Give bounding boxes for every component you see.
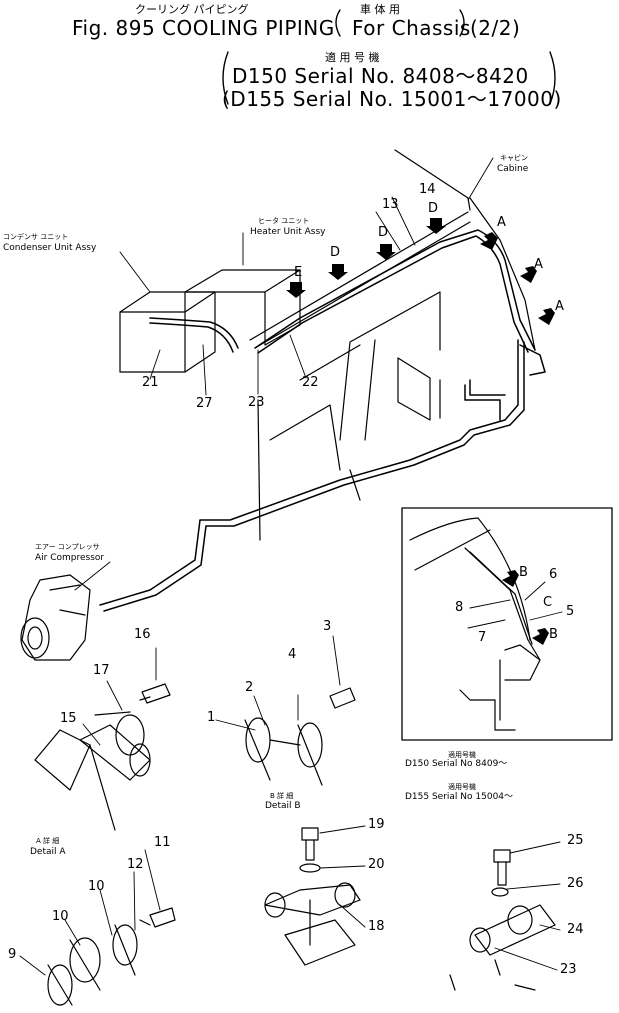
part-number-14: 14 [419, 182, 436, 197]
header-chassis: For Chassis [352, 16, 471, 40]
part-number-22: 22 [302, 375, 319, 390]
part-number-12: 12 [127, 857, 144, 872]
detail-a-drawing [34, 711, 151, 831]
part-number-6: 6 [549, 567, 558, 582]
part-number-7: 7 [478, 630, 487, 645]
lower-right-clamp-drawing [449, 887, 556, 991]
inset-jp-2: 適用号機 [448, 783, 476, 791]
header-jp-applicable: 適 用 号 機 [325, 51, 380, 64]
part-number-23: 23 [560, 962, 577, 977]
bolts [139, 683, 511, 928]
part-number-20: 20 [368, 857, 385, 872]
detail-b-label: Detail B [265, 801, 301, 811]
arrow-label-c: C [543, 595, 553, 610]
cabine-label: Cabine [497, 164, 529, 174]
inset-serial-1: D150 Serial No 8409～ [405, 759, 508, 769]
part-number-3: 3 [323, 619, 332, 634]
arrow-label-d3: D [428, 201, 439, 216]
header-jp-chassis: 車 体 用 [360, 3, 400, 16]
inset-jp-1: 適用号機 [448, 751, 476, 759]
part-number-17: 17 [93, 663, 110, 678]
part-number-15: 15 [60, 711, 77, 726]
inset-serial-2: D155 Serial No 15004～ [405, 792, 514, 802]
arrow-label-b1: B [519, 565, 528, 580]
direction-arrows [286, 218, 555, 645]
part-number-23-top: 23 [248, 395, 265, 410]
part-number-10-right: 10 [88, 879, 105, 894]
condenser-unit-box [119, 291, 216, 373]
air-compressor-label: Air Compressor [35, 553, 105, 563]
detail-b-drawing [244, 717, 323, 786]
part-number-16: 16 [134, 627, 151, 642]
part-number-19: 19 [368, 817, 385, 832]
cabine-jp-label: キャビン [500, 154, 528, 162]
condenser-unit-label: Condenser Unit Assy [3, 243, 97, 253]
part-number-8: 8 [455, 600, 464, 615]
plate-clamp-drawing [264, 863, 361, 966]
heater-unit-box [184, 269, 301, 346]
part-number-11: 11 [154, 835, 171, 850]
inset-box [401, 507, 613, 741]
detail-b-jp: B 詳 細 [270, 792, 294, 800]
header-serial-1: D150 Serial No. 8408～8420 [232, 64, 529, 88]
arrow-label-e: E [294, 265, 303, 280]
part-number-5: 5 [566, 604, 575, 619]
part-number-21: 21 [142, 375, 159, 390]
part-number-27: 27 [196, 396, 213, 411]
heater-unit-label: Heater Unit Assy [250, 227, 326, 237]
arrow-label-a1: A [497, 215, 506, 230]
part-number-4: 4 [288, 647, 297, 662]
part-number-24: 24 [567, 922, 584, 937]
arrow-label-d2: D [378, 225, 389, 240]
detail-a-label: Detail A [30, 847, 66, 857]
heater-jp-label: ヒータ ユニット [258, 217, 310, 225]
header-serial-2: (D155 Serial No. 15001～17000) [222, 87, 562, 111]
header-jp-title: クーリング パイピング [135, 3, 249, 16]
condenser-jp-label: コンデンサ ユニット [3, 233, 69, 241]
arrow-label-b2: B [549, 627, 558, 642]
cooling-pipes [99, 229, 546, 612]
air-compressor-body [20, 574, 91, 661]
arrow-label-d1: D [330, 245, 341, 260]
detail-a-jp: A 詳 細 [36, 837, 60, 845]
lower-left-clamps-drawing [47, 919, 151, 1006]
part-number-1: 1 [207, 710, 216, 725]
part-number-10-left: 10 [52, 909, 69, 924]
part-number-18: 18 [368, 919, 385, 934]
part-number-25: 25 [567, 833, 584, 848]
part-number-9: 9 [8, 947, 17, 962]
arrow-label-a3: A [555, 299, 564, 314]
page-title: Fig. 895 COOLING PIPING [72, 16, 335, 40]
arrow-label-a2: A [534, 257, 543, 272]
header-page-number: (2/2) [470, 16, 521, 40]
part-number-2: 2 [245, 680, 254, 695]
leader-lines [19, 157, 563, 976]
header-brackets [222, 9, 556, 105]
part-number-13: 13 [382, 197, 399, 212]
part-number-26: 26 [567, 876, 584, 891]
compressor-jp-label: エアー コンプレッサ [35, 543, 100, 551]
